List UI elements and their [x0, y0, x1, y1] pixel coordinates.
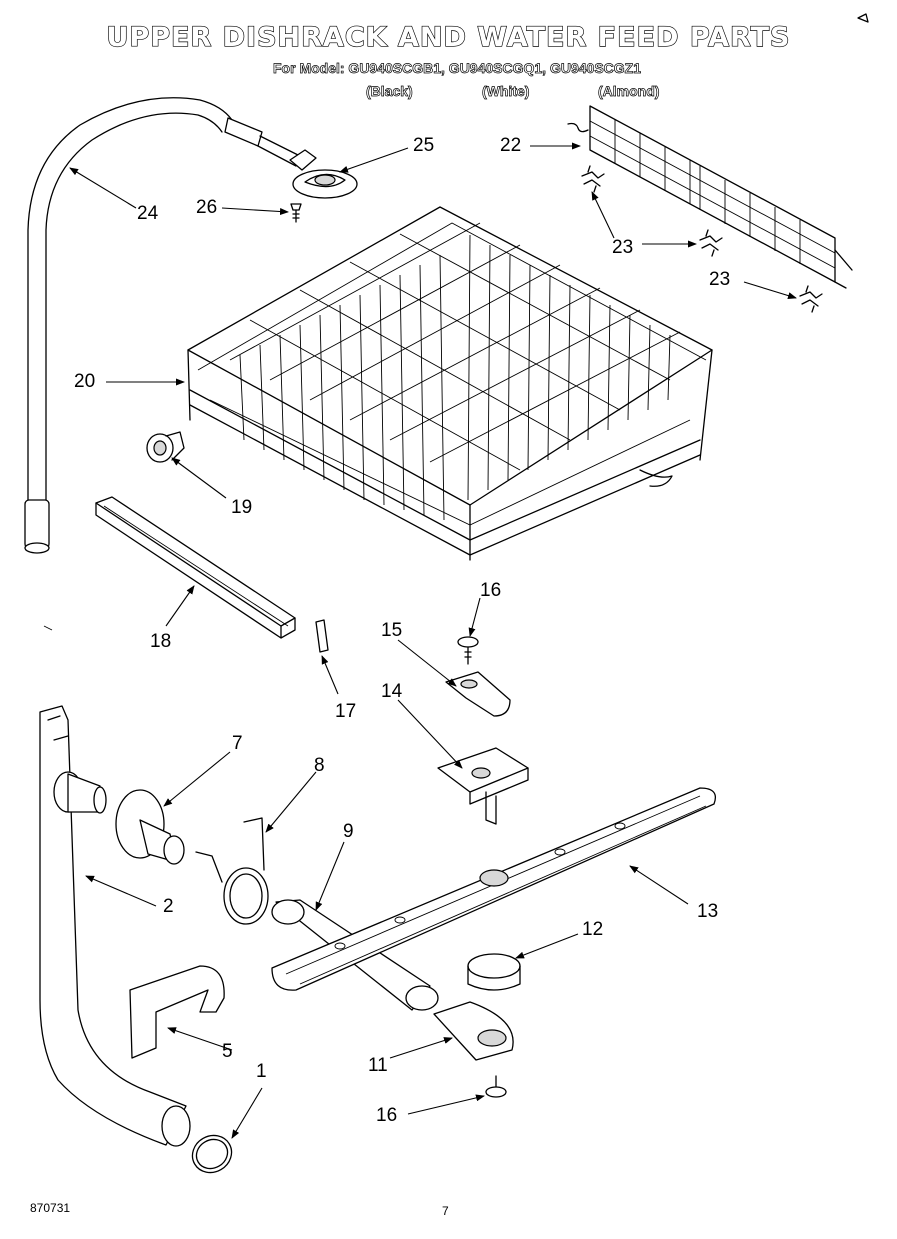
part-26-screw — [290, 203, 302, 223]
part-16-screw-bottom — [485, 1075, 507, 1098]
part-20-upper-dishrack — [187, 206, 713, 561]
callout-14: 14 — [381, 681, 403, 702]
callout-12: 12 — [582, 919, 604, 940]
part-24-feed-tube — [24, 97, 233, 554]
part-7-seal — [115, 789, 185, 865]
part-16-screw-top — [457, 636, 479, 665]
footer-code: 870731 — [30, 1201, 71, 1215]
callout-13: 13 — [697, 901, 719, 922]
model-line: For Model: GU940SCGB1, GU940SCGQ1, GU940… — [273, 60, 642, 77]
callout-1: 1 — [256, 1061, 267, 1082]
part-17-rail-stop — [315, 619, 329, 653]
callout-16-bottom: 16 — [376, 1105, 398, 1126]
callout-9: 9 — [343, 821, 354, 842]
callout-24: 24 — [137, 203, 159, 224]
part-14-bracket — [437, 747, 529, 825]
callout-8: 8 — [314, 755, 325, 776]
callout-5: 5 — [222, 1041, 233, 1062]
callout-17: 17 — [335, 701, 357, 722]
callout-18: 18 — [150, 631, 172, 652]
part-12-seal-ring — [467, 953, 521, 991]
color-label-white: (White) — [482, 83, 530, 100]
part-25-spray-nozzle — [224, 117, 358, 199]
part-5-clip — [129, 965, 225, 1059]
callout-23-b: 23 — [709, 269, 731, 290]
corner-mark — [857, 13, 869, 23]
callout-26: 26 — [196, 197, 218, 218]
callout-7: 7 — [232, 733, 243, 754]
callout-16-top: 16 — [480, 580, 502, 601]
part-2-manifold-tube — [39, 705, 191, 1147]
callout-2: 2 — [163, 896, 174, 917]
part-1-o-ring — [191, 1134, 233, 1174]
part-11-hub — [433, 1001, 514, 1061]
callout-20: 20 — [74, 371, 96, 392]
part-13-spray-arm — [271, 787, 717, 991]
part-8-clamp — [195, 817, 269, 925]
callout-25: 25 — [413, 135, 435, 156]
stray-mark — [43, 625, 53, 631]
callout-15: 15 — [381, 620, 403, 641]
color-label-almond: (Almond) — [598, 83, 660, 100]
part-22-label-panel — [567, 105, 853, 289]
page-title: UPPER DISHRACK AND WATER FEED PARTS — [106, 21, 791, 53]
color-label-black: (Black) — [366, 83, 413, 100]
leader-lines — [69, 142, 797, 1139]
part-18-rack-rail — [95, 496, 296, 639]
part-23-clips — [581, 165, 823, 313]
part-19-rack-wheel — [146, 431, 185, 463]
page-number: 7 — [442, 1204, 449, 1218]
callout-19: 19 — [231, 497, 253, 518]
callout-22: 22 — [500, 135, 522, 156]
callout-11: 11 — [368, 1055, 388, 1076]
part-15-hub — [445, 671, 511, 717]
callout-23-a: 23 — [612, 237, 634, 258]
